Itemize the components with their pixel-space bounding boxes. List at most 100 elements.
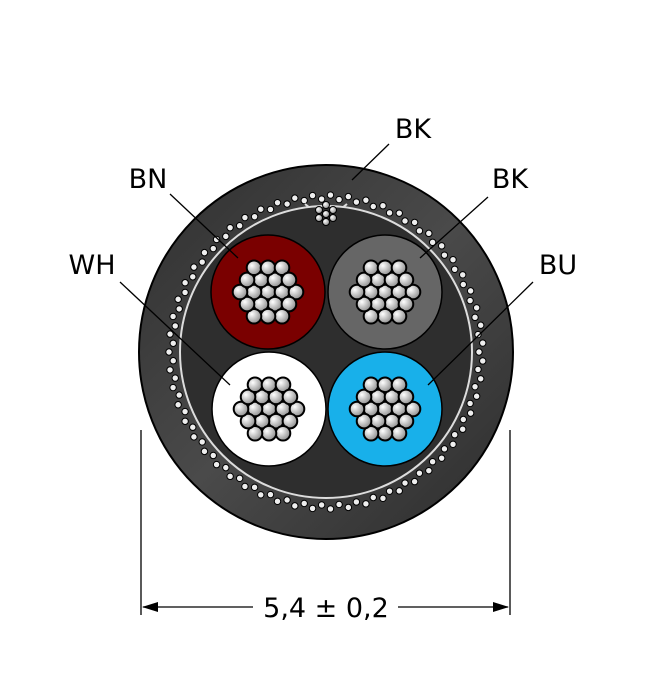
dimension-lines <box>140 430 511 615</box>
braid-strand <box>169 357 177 365</box>
braid-strand <box>257 205 265 213</box>
braid-strand <box>198 258 206 266</box>
braid-strand <box>222 463 230 472</box>
strand <box>231 283 249 301</box>
leader-lines <box>119 143 534 386</box>
label-outer-sheath: BK <box>395 114 433 145</box>
strand <box>355 295 373 313</box>
braid-strand <box>175 391 183 399</box>
braid-strand <box>437 242 446 250</box>
braid-strand <box>266 490 275 499</box>
strand <box>246 424 264 442</box>
braid-strand <box>466 409 475 417</box>
braid-strand <box>266 205 275 214</box>
drain-strand <box>329 206 337 214</box>
braid-strand <box>479 357 487 365</box>
strand <box>348 283 366 301</box>
strand <box>397 295 415 313</box>
braid-strand <box>369 493 377 502</box>
braid-strand <box>425 229 433 238</box>
braid-strand <box>415 227 424 235</box>
braid-strand <box>212 460 221 469</box>
strand <box>355 412 373 430</box>
strand <box>362 424 380 442</box>
strand <box>376 307 394 325</box>
strand <box>287 283 305 301</box>
braid-strand <box>317 195 326 203</box>
braid-strand <box>451 431 459 439</box>
braid-strand <box>395 487 403 495</box>
braid-strand <box>174 401 182 409</box>
braid-strand <box>300 499 308 508</box>
braid-strand <box>459 280 468 289</box>
braid-strand <box>379 201 387 210</box>
braid-strand <box>472 392 481 400</box>
braid-strand <box>308 504 317 513</box>
braid-strand <box>415 469 424 477</box>
strand <box>259 307 277 325</box>
braid-strand <box>440 445 449 453</box>
braid-strand <box>291 194 299 202</box>
drain-strand <box>315 214 323 222</box>
strand <box>355 271 373 289</box>
braid-strand <box>344 503 353 512</box>
braid-strand <box>326 505 335 513</box>
strand <box>390 376 408 394</box>
braid-strand <box>200 248 209 257</box>
braid-strand <box>335 195 343 204</box>
leader-black <box>419 196 489 259</box>
drain-strand <box>315 206 323 214</box>
strand <box>273 259 291 277</box>
braid-strand <box>250 483 259 492</box>
label-white: WH <box>69 250 116 281</box>
braid-strand <box>410 218 419 227</box>
braid-strand <box>174 295 182 303</box>
braid-strand <box>395 209 403 217</box>
braid-strand <box>189 423 197 431</box>
leader-blue <box>427 281 534 386</box>
strand <box>376 259 394 277</box>
braid-strand <box>472 304 481 312</box>
braid-strand <box>335 500 343 509</box>
braid-strand <box>283 200 291 208</box>
braid-strand <box>300 196 308 205</box>
strand <box>376 376 394 394</box>
braid-strand <box>209 451 217 460</box>
drain-wire <box>315 201 337 226</box>
braid-strand <box>190 433 198 441</box>
braid-strand <box>477 375 485 383</box>
drain-strand <box>322 218 330 226</box>
braid-strand <box>474 365 482 374</box>
label-black: BK <box>492 164 530 195</box>
braid-strand <box>428 458 437 466</box>
braid-strand <box>352 198 361 206</box>
braid-strand <box>474 330 482 339</box>
braid-strand <box>166 330 174 338</box>
arrow-right-icon <box>493 602 509 612</box>
braid-strand <box>362 196 370 204</box>
strand <box>260 424 278 442</box>
braid-strand <box>471 382 479 391</box>
strand <box>232 400 250 418</box>
braid-strand <box>181 417 189 425</box>
braid-strand <box>165 348 173 356</box>
braid-strand <box>369 202 377 211</box>
braid-strand <box>479 339 487 347</box>
braid-strand <box>401 479 409 487</box>
braid-strand <box>169 383 177 392</box>
leader-white <box>119 281 231 386</box>
strand <box>390 259 408 277</box>
strand <box>238 271 256 289</box>
braid-strand <box>475 348 483 356</box>
braid-strand <box>200 447 209 456</box>
drain-strand <box>329 214 337 222</box>
strand <box>281 388 299 406</box>
braid-strand <box>385 487 394 495</box>
braid-strand <box>226 223 234 232</box>
braid-strand <box>190 263 198 271</box>
braid-strand <box>425 466 433 475</box>
braid-strand <box>171 322 179 330</box>
drain-strand <box>322 201 330 209</box>
